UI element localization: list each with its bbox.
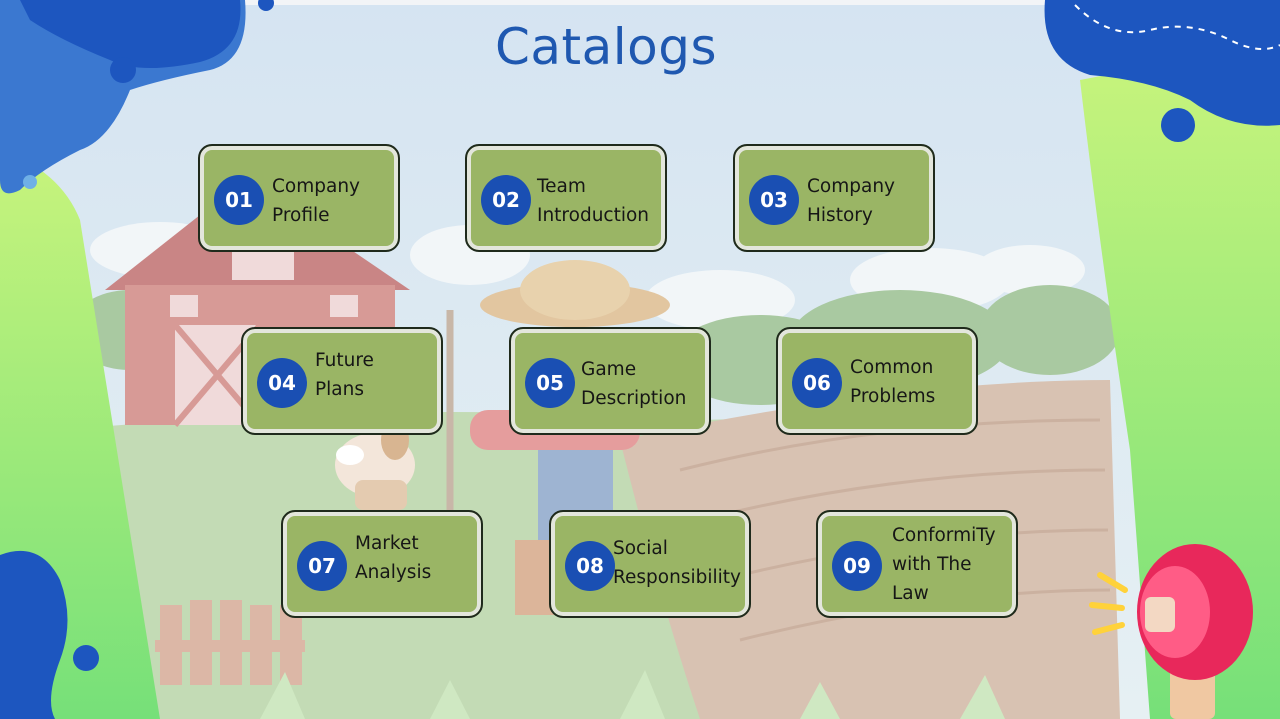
number-badge: 07 bbox=[297, 541, 347, 591]
catalog-item-label: Team Introduction bbox=[537, 176, 650, 226]
number-badge: 08 bbox=[565, 541, 615, 591]
number-badge: 09 bbox=[832, 541, 882, 591]
catalog-item-label: Game Description bbox=[581, 359, 687, 409]
catalog-item-label: Social Responsibility bbox=[613, 538, 741, 588]
number-badge: 03 bbox=[749, 175, 799, 225]
catalog-item-common-problems[interactable]: 06 Common Problems bbox=[776, 327, 978, 435]
number-badge: 02 bbox=[481, 175, 531, 225]
number-badge: 01 bbox=[214, 175, 264, 225]
dog-icon bbox=[335, 420, 415, 510]
catalog-item-market-analysis[interactable]: 07 Market Analysis bbox=[281, 510, 483, 618]
catalog-item-label: Company Profile bbox=[272, 176, 361, 226]
catalog-item-label: Market Analysis bbox=[355, 533, 432, 583]
number-badge: 05 bbox=[525, 358, 575, 408]
page-title: Catalogs bbox=[494, 18, 718, 76]
catalog-item-game-description[interactable]: 05 Game Description bbox=[509, 327, 711, 435]
catalog-item-label: Common Problems bbox=[850, 357, 936, 407]
catalog-item-future-plans[interactable]: 04 Future Plans bbox=[241, 327, 443, 435]
catalog-item-conformity-with-the-law[interactable]: 09 ConformiTy with The Law bbox=[816, 510, 1018, 618]
catalog-item-label: Company History bbox=[807, 176, 896, 226]
catalog-item-company-profile[interactable]: 01 Company Profile bbox=[198, 144, 400, 252]
megaphone-icon bbox=[1089, 544, 1253, 719]
catalog-item-team-introduction[interactable]: 02 Team Introduction bbox=[465, 144, 667, 252]
fence-icon bbox=[155, 600, 305, 685]
catalog-item-company-history[interactable]: 03 Company History bbox=[733, 144, 935, 252]
catalog-item-label: ConformiTy with The Law bbox=[892, 524, 996, 604]
catalog-item-label: Future Plans bbox=[315, 350, 374, 400]
number-badge: 06 bbox=[792, 358, 842, 408]
number-badge: 04 bbox=[257, 358, 307, 408]
catalog-item-social-responsibility[interactable]: 08 Social Responsibility bbox=[549, 510, 751, 618]
